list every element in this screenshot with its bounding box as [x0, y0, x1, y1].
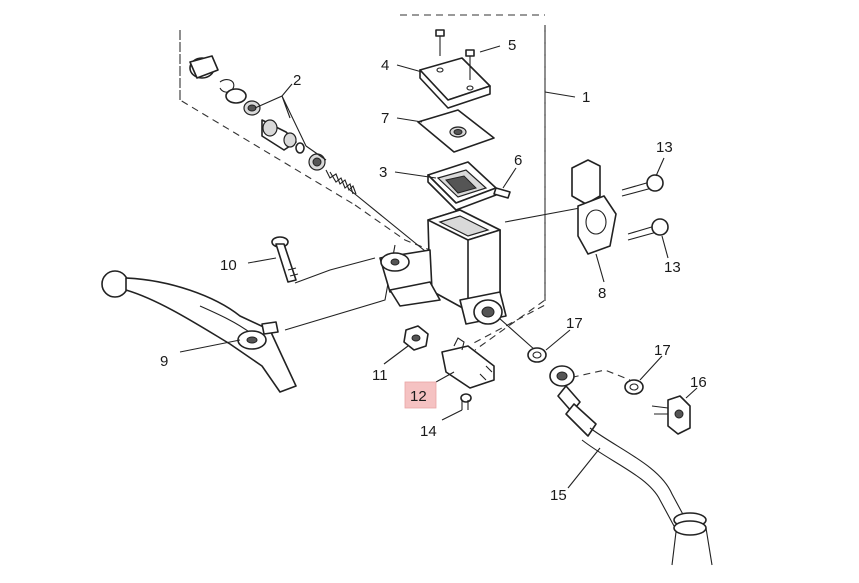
lever-pivot-bolt: [271, 236, 299, 283]
callout-leaders: [179, 45, 698, 489]
callout-14: 14: [420, 423, 437, 440]
callout-16: 16: [690, 374, 707, 391]
connector-lever-to-body: [284, 244, 396, 331]
callout-6: 6: [514, 152, 522, 169]
lever-holder: [571, 159, 617, 255]
connector-holder: [504, 207, 581, 223]
connector-hose: [559, 369, 631, 381]
reservoir-cap: [419, 57, 491, 109]
connector-bolt10-to-body: [294, 257, 376, 284]
callout-15: 15: [550, 487, 567, 504]
callout-3: 3: [379, 164, 387, 181]
piston-assembly: [189, 55, 357, 195]
diaphragm-plate: [417, 109, 495, 153]
brake-lever: [101, 270, 297, 393]
union-bolt: [651, 395, 691, 435]
lever-nut: [403, 325, 429, 351]
copper-washers: [527, 347, 644, 395]
callout-2: 2: [293, 72, 301, 89]
highlight-box-12: [404, 381, 437, 409]
callout-13-upper: 13: [656, 139, 673, 156]
master-cylinder-body: [379, 209, 507, 325]
holder-bolts: [621, 174, 669, 241]
brake-hose: [549, 365, 713, 566]
callout-11: 11: [372, 367, 388, 384]
callout-4: 4: [381, 57, 389, 74]
callout-17-upper: 17: [566, 315, 583, 332]
callout-10: 10: [220, 257, 237, 274]
switch-screw: [460, 393, 472, 410]
callout-1: 1: [582, 89, 590, 106]
callout-9: 9: [160, 353, 168, 370]
assembly-boundary-dashed: [179, 14, 546, 351]
callout-12: 12: [410, 388, 427, 405]
hose-clip: [493, 187, 511, 199]
connector-piston-to-body: [349, 189, 431, 256]
callout-7: 7: [381, 110, 389, 127]
front-brake-switch: [441, 337, 495, 389]
diaphragm: [427, 161, 497, 211]
callout-13-lower: 13: [664, 259, 681, 276]
callout-8: 8: [598, 285, 606, 302]
callout-17-lower: 17: [654, 342, 671, 359]
callout-5: 5: [508, 37, 516, 54]
cap-screws: [435, 29, 475, 80]
